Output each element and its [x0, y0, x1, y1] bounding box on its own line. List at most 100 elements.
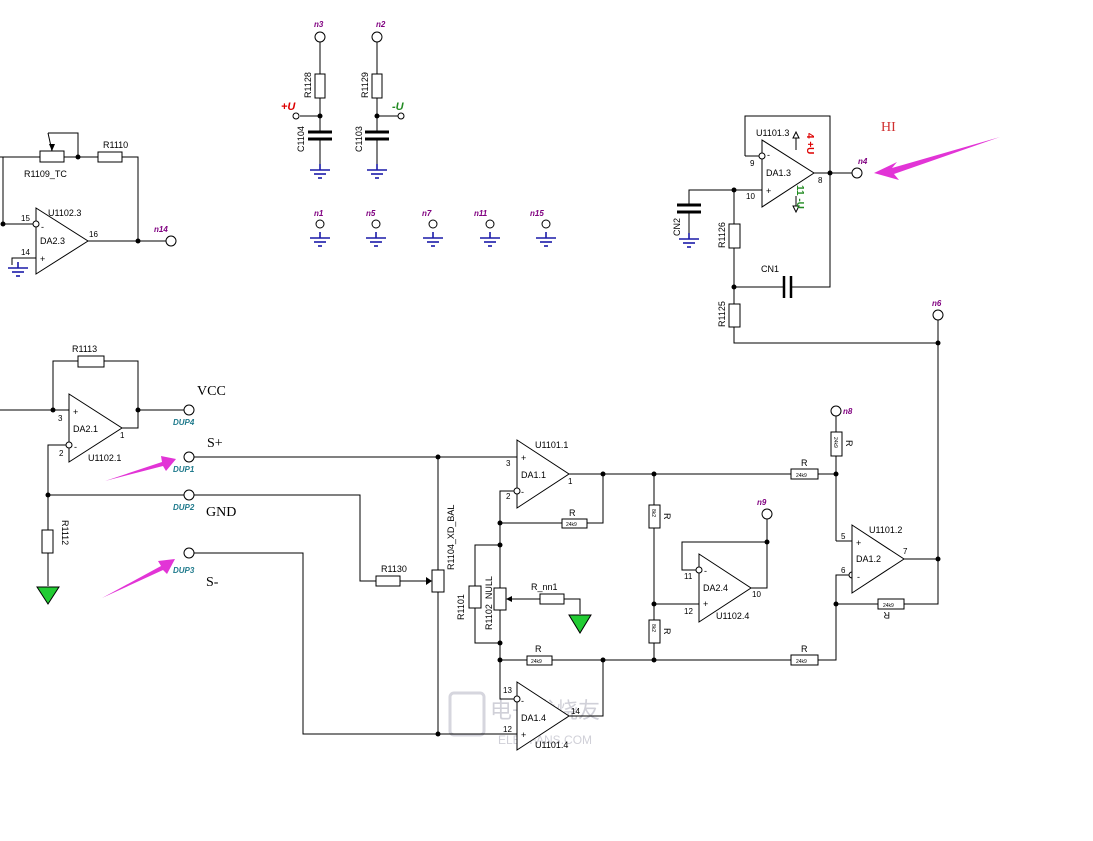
svg-text:8k2: 8k2	[650, 624, 656, 632]
terminal-dup1[interactable]	[183, 451, 195, 463]
resistor-r-24k9-f	[877, 598, 905, 610]
label-r1129: R1129	[360, 72, 370, 98]
net-label-n2: n2	[376, 20, 386, 29]
resistor-r1110	[97, 151, 123, 163]
minus-u-terminal[interactable]	[397, 112, 405, 120]
opamp-section-da2-3: R1109_TC R1110 U1102.3 DA2.3 - + 15 14 1…	[0, 132, 177, 277]
net-pin-n14[interactable]	[165, 235, 177, 247]
label-u1101-2: U1101.2	[869, 525, 902, 535]
label-c1104: C1104	[296, 126, 306, 152]
opamp-da1-4	[516, 681, 570, 751]
label-r1104: R1104_XD_BAL	[446, 505, 456, 570]
svg-text:3: 3	[58, 414, 63, 423]
opamp-da1-1	[516, 439, 570, 509]
pin11-minus-u: 11 -U	[794, 185, 805, 209]
net-label-n8: n8	[843, 407, 853, 416]
net-label-n14: n14	[154, 225, 168, 234]
label-da1-2: DA1.2	[856, 554, 881, 564]
resistor-r1125	[728, 303, 741, 328]
grounded-nets-row: n1 n5 n7 n11 n15	[309, 209, 557, 247]
svg-text:24k9: 24k9	[883, 603, 894, 609]
svg-text:-: -	[767, 150, 770, 160]
svg-text:13: 13	[503, 686, 512, 695]
opamp-da1-3	[761, 139, 815, 208]
net-pin-n6[interactable]	[932, 309, 944, 321]
svg-text:R: R	[662, 513, 672, 520]
svg-text:-: -	[521, 696, 524, 706]
green-ground-icon	[36, 586, 60, 605]
label-r1109-tc: R1109_TC	[24, 169, 67, 179]
label-r1130: R1130	[381, 564, 407, 574]
resistor-r1128	[314, 73, 326, 99]
svg-text:14: 14	[21, 248, 30, 257]
net-pin-n4[interactable]	[851, 167, 863, 179]
svg-text:-: -	[857, 572, 860, 582]
label-da1-1: DA1.1	[521, 470, 546, 480]
net-pin-n3[interactable]	[314, 31, 326, 43]
hi-label: HI	[881, 120, 896, 135]
label-cn1: CN1	[761, 264, 779, 274]
svg-text:12: 12	[684, 607, 693, 616]
svg-text:1: 1	[568, 477, 573, 486]
label-r1126: R1126	[717, 222, 727, 248]
label-u1102-4: U1102.4	[716, 611, 749, 621]
net-label-n6: n6	[932, 299, 942, 308]
svg-text:R: R	[569, 508, 576, 518]
resistor-r1101	[468, 585, 482, 609]
opamp-da2-4	[698, 553, 752, 623]
net-label-n5: n5	[366, 209, 376, 218]
arrow-s-plus	[105, 456, 176, 481]
label-u1102-1: U1102.1	[88, 453, 121, 463]
arrow-s-minus	[102, 559, 175, 598]
net-pin-n8[interactable]	[830, 405, 842, 417]
annotation-arrows	[102, 137, 1000, 598]
svg-text:1: 1	[120, 431, 125, 440]
terminal-dup4[interactable]	[183, 404, 195, 416]
opamp-da2-3	[35, 207, 89, 275]
label-c1103: C1103	[354, 126, 364, 152]
svg-text:R: R	[883, 610, 890, 620]
resistor-r1126	[728, 223, 741, 249]
net-label-n3: n3	[314, 20, 324, 29]
label-r1112: R1112	[60, 520, 70, 545]
dup2-label: DUP2	[173, 503, 195, 512]
net-label-n7: n7	[422, 209, 432, 218]
label-r-nn1: R_nn1	[531, 582, 558, 592]
svg-text:8k2: 8k2	[650, 509, 656, 517]
svg-text:5: 5	[841, 532, 846, 541]
resistor-r1129	[371, 73, 383, 99]
terminal-dup2[interactable]	[183, 489, 195, 501]
svg-text:7: 7	[903, 547, 908, 556]
label-da1-3: DA1.3	[766, 168, 791, 178]
arrow-hi	[874, 137, 1000, 180]
svg-text:R: R	[844, 440, 854, 447]
svg-text:16: 16	[89, 230, 98, 239]
svg-text:2: 2	[506, 492, 511, 501]
plus-u-label: +U	[281, 101, 296, 113]
net-pin-n2[interactable]	[371, 31, 383, 43]
instrumentation-amp-section: U1101.1 DA1.1 + - 3 2 1 24k9 R R1101 R11…	[456, 439, 791, 751]
net-label-n4: n4	[858, 157, 868, 166]
opamp-da2-1	[68, 393, 123, 463]
svg-text:+: +	[73, 407, 78, 417]
svg-text:-: -	[521, 487, 524, 497]
net-label-n15: n15	[530, 209, 544, 218]
svg-text:24k9: 24k9	[796, 659, 807, 665]
net-pin-n9[interactable]	[761, 508, 773, 520]
potentiometer-r1109-tc	[39, 150, 65, 163]
supply-decoupling-section: n3 R1128 +U C1104 n2 R1129 -U C1103	[281, 20, 405, 179]
resistor-r1130	[375, 575, 401, 587]
svg-text:R: R	[535, 644, 542, 654]
svg-text:+: +	[521, 730, 526, 740]
terminal-dup3[interactable]	[183, 547, 195, 559]
s-minus-label: S-	[206, 575, 219, 590]
svg-text:15: 15	[21, 214, 30, 223]
label-u1102-3: U1102.3	[48, 208, 81, 218]
resistor-r-nn1	[539, 593, 565, 605]
svg-text:R: R	[801, 644, 808, 654]
svg-text:2: 2	[59, 449, 64, 458]
svg-text:24k9: 24k9	[566, 522, 577, 528]
plus-u-terminal[interactable]	[292, 112, 300, 120]
green-ground-icon	[568, 614, 592, 634]
